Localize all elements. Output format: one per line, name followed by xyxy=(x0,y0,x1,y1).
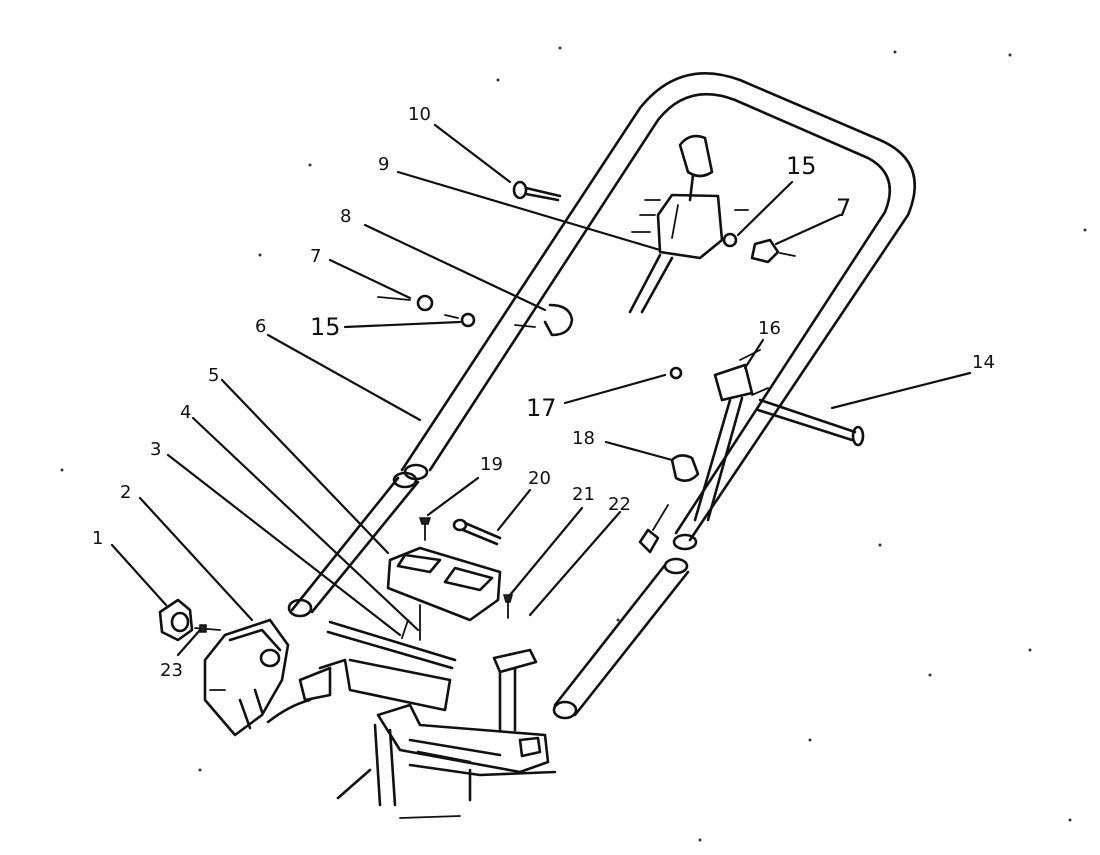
callout-4: 4 xyxy=(180,402,191,423)
bolt-10 xyxy=(512,180,562,202)
shift-lever-assembly xyxy=(628,134,749,314)
callout-19: 19 xyxy=(480,454,503,475)
callout-16: 16 xyxy=(758,318,781,339)
cable-guide xyxy=(638,349,769,554)
callout-10: 10 xyxy=(408,104,431,125)
scan-specks xyxy=(60,46,1087,842)
callout-8: 8 xyxy=(340,206,351,227)
screw-19 xyxy=(418,517,432,541)
rod-3-4 xyxy=(326,619,457,670)
callout-5: 5 xyxy=(208,365,219,386)
clamp-18 xyxy=(670,454,700,483)
callout-18: 18 xyxy=(572,428,595,449)
callout-20: 20 xyxy=(528,468,551,489)
callout-15-left: 15 xyxy=(310,313,341,341)
washer-15-left xyxy=(460,312,476,328)
lower-handle-left xyxy=(287,471,420,618)
lever-21-22 xyxy=(492,594,538,732)
callout-14: 14 xyxy=(972,352,995,373)
callout-7-right: 7 xyxy=(836,194,851,222)
bolt-14 xyxy=(756,398,865,447)
callout-2: 2 xyxy=(120,482,131,503)
knob-1 xyxy=(158,598,194,642)
pin-20 xyxy=(452,518,502,546)
callout-6: 6 xyxy=(255,316,266,337)
callout-23: 23 xyxy=(160,660,183,681)
bolt-23 xyxy=(194,624,221,633)
leader-lines xyxy=(110,123,972,657)
callout-1: 1 xyxy=(92,528,103,549)
nut-7-right xyxy=(750,238,780,264)
washer-17 xyxy=(669,366,683,380)
callout-15-right: 15 xyxy=(786,152,817,180)
lower-handle-right xyxy=(552,557,690,720)
hardware xyxy=(377,232,796,483)
side-bracket-2 xyxy=(203,618,290,737)
chassis-frame xyxy=(266,658,557,819)
washer-15-right xyxy=(722,232,738,248)
callout-17: 17 xyxy=(526,394,557,422)
callout-22: 22 xyxy=(608,494,631,515)
clip-8 xyxy=(543,303,574,337)
callout-9: 9 xyxy=(378,154,389,175)
callout-21: 21 xyxy=(572,484,595,505)
nut-7-left xyxy=(416,294,434,312)
callout-labels: 1 2 3 4 5 6 7 7 8 9 10 14 15 15 16 17 18… xyxy=(92,104,995,681)
callout-7-left: 7 xyxy=(310,246,321,267)
control-console-5 xyxy=(386,546,502,641)
callout-3: 3 xyxy=(150,439,161,460)
